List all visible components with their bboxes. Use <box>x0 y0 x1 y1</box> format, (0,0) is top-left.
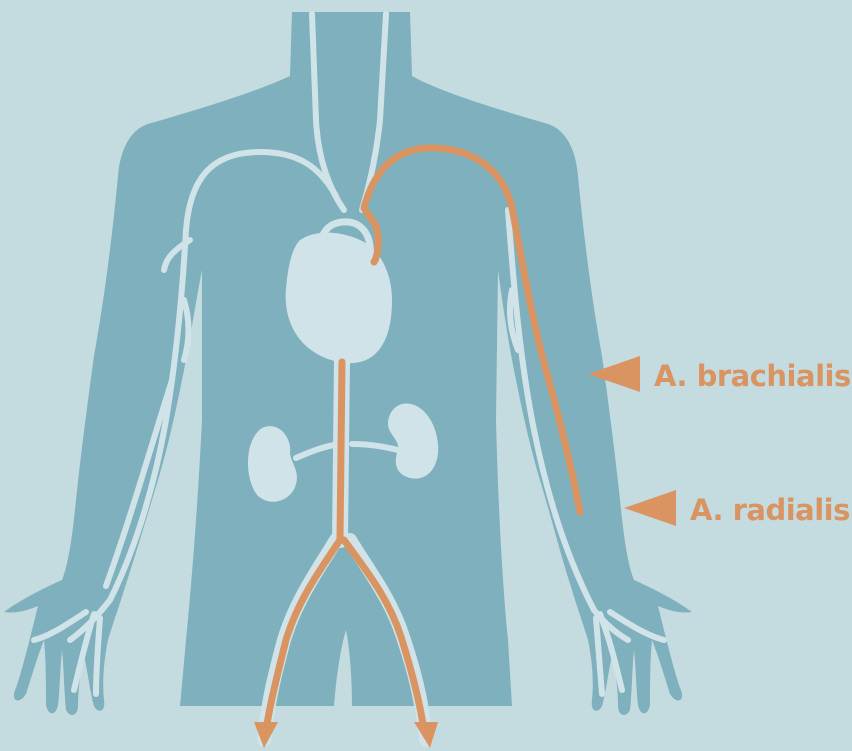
radialis-pointer-arrow <box>624 490 676 526</box>
label-brachialis: A. brachialis <box>654 362 851 391</box>
label-radialis: A. radialis <box>690 496 850 525</box>
catheter-aorta-segment <box>340 362 342 540</box>
